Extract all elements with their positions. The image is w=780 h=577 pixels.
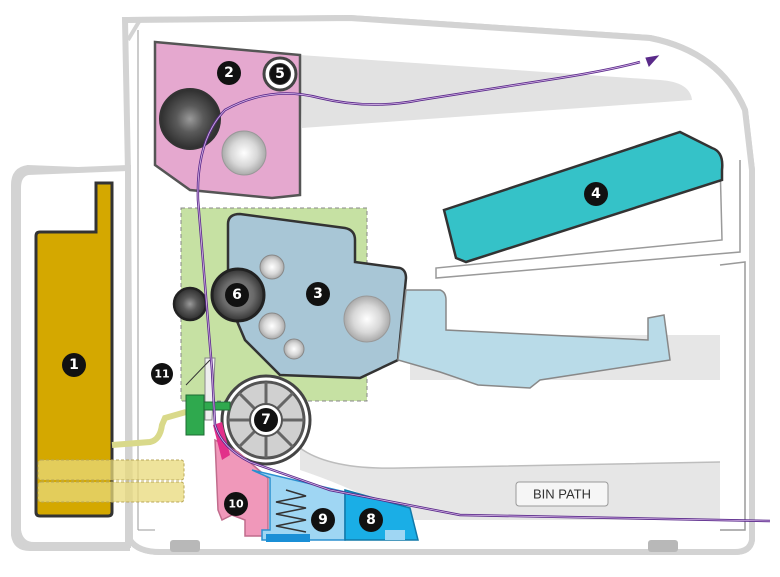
yellow-cable	[111, 409, 187, 448]
yellow-slot-bottom	[37, 481, 185, 503]
svg-text:3: 3	[313, 286, 323, 302]
svg-text:10: 10	[228, 498, 244, 511]
svg-text:9: 9	[318, 512, 328, 528]
component-1-yellow-module	[34, 181, 187, 518]
svg-text:5: 5	[275, 66, 285, 82]
svg-text:11: 11	[154, 368, 169, 381]
yellow-slot-top	[37, 459, 185, 481]
component-9-badge: 9	[311, 508, 335, 532]
svg-text:2: 2	[224, 65, 234, 81]
fuser-heat-roller	[159, 88, 221, 150]
component-4-badge: 4	[584, 182, 608, 206]
paper-path-arrow	[645, 55, 660, 67]
svg-text:8: 8	[366, 512, 376, 528]
component-2-badge: 2	[217, 61, 241, 85]
svg-text:7: 7	[261, 412, 271, 428]
component-8-badge: 8	[359, 508, 383, 532]
fuser-pressure-roller	[221, 130, 267, 176]
component-2-fuser-unit	[153, 40, 302, 200]
svg-text:4: 4	[591, 186, 601, 202]
cartridge-toner-roller	[343, 295, 391, 343]
component-5-badge: 5	[270, 64, 290, 84]
spring-icon	[275, 489, 307, 533]
component-6-badge: 6	[225, 283, 249, 307]
printer-foot-right	[648, 540, 678, 552]
component-1-badge: 1	[62, 353, 86, 377]
component-3-badge: 3	[306, 282, 330, 306]
component-7-badge: 7	[254, 408, 278, 432]
exit-wedge	[300, 55, 692, 128]
bin-path-label: BIN PATH	[515, 481, 609, 507]
bin-path-text: BIN PATH	[533, 487, 591, 502]
transfer-roller	[172, 286, 208, 322]
paper-path	[196, 55, 771, 523]
cartridge-roller-mid	[258, 312, 286, 340]
svg-text:6: 6	[232, 287, 242, 303]
svg-text:1: 1	[69, 357, 79, 373]
printer-foot-left	[170, 540, 200, 552]
paper-guide-blue	[397, 289, 671, 389]
component-4-laser-scanner-unit	[442, 130, 724, 264]
cartridge-roller-top	[259, 254, 285, 280]
right-rails	[435, 159, 746, 531]
component-11-badge: 11	[151, 363, 173, 385]
cartridge-roller-small	[283, 338, 305, 360]
component-10-badge: 10	[224, 492, 248, 516]
